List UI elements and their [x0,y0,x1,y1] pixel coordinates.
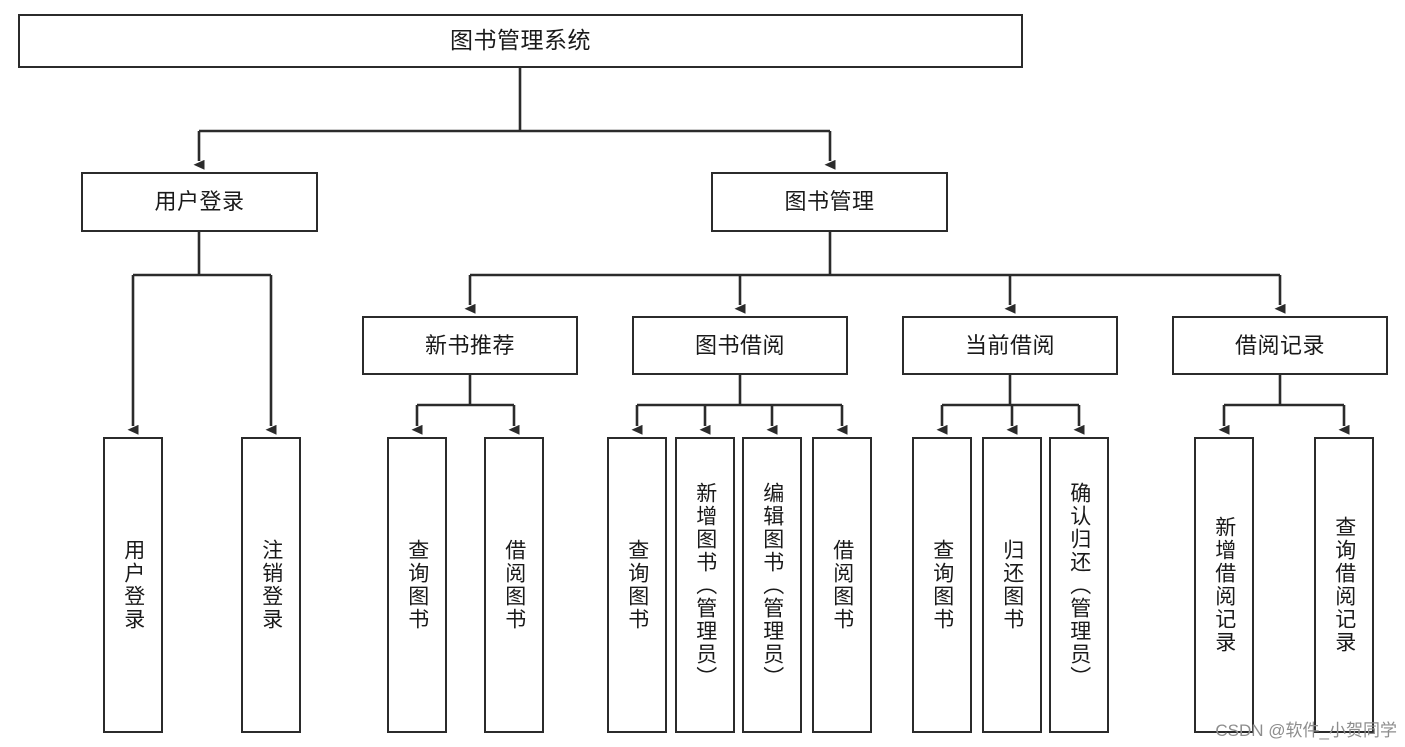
watermark: CSDN @软件_小贺同学 [1215,721,1397,740]
node-leaf-return-book-label: 归还图书 [1000,539,1024,631]
node-book-borrow[interactable]: 图书借阅 [632,316,848,375]
node-leaf-borrow-book-2[interactable]: 借阅图书 [812,437,872,733]
node-leaf-confirm-return-label: 确认归还（管理员） [1067,481,1091,689]
node-user-login[interactable]: 用户登录 [81,172,318,232]
node-leaf-query-book-1[interactable]: 查询图书 [387,437,447,733]
node-leaf-logout[interactable]: 注销登录 [241,437,301,733]
node-leaf-query-book-3[interactable]: 查询图书 [912,437,972,733]
node-leaf-add-book-label: 新增图书（管理员） [693,481,717,689]
node-root-label: 图书管理系统 [450,27,591,54]
node-leaf-user-login[interactable]: 用户登录 [103,437,163,733]
node-current-borrow[interactable]: 当前借阅 [902,316,1118,375]
node-borrow-record[interactable]: 借阅记录 [1172,316,1388,375]
node-leaf-logout-label: 注销登录 [259,539,283,631]
node-leaf-query-book-2[interactable]: 查询图书 [607,437,667,733]
node-leaf-query-book-1-label: 查询图书 [405,539,429,631]
node-leaf-add-book[interactable]: 新增图书（管理员） [675,437,735,733]
node-leaf-edit-book-label: 编辑图书（管理员） [760,481,784,689]
node-leaf-edit-book[interactable]: 编辑图书（管理员） [742,437,802,733]
node-book-manage[interactable]: 图书管理 [711,172,948,232]
node-leaf-confirm-return[interactable]: 确认归还（管理员） [1049,437,1109,733]
node-leaf-query-record-label: 查询借阅记录 [1332,516,1356,654]
node-leaf-query-book-2-label: 查询图书 [625,539,649,631]
node-leaf-user-login-label: 用户登录 [121,539,145,631]
node-new-book-rec-label: 新书推荐 [424,332,515,358]
node-current-borrow-label: 当前借阅 [964,332,1055,358]
node-leaf-query-book-3-label: 查询图书 [930,539,954,631]
node-book-borrow-label: 图书借阅 [694,332,785,358]
node-borrow-record-label: 借阅记录 [1234,332,1325,358]
node-leaf-add-record[interactable]: 新增借阅记录 [1194,437,1254,733]
node-new-book-rec[interactable]: 新书推荐 [362,316,578,375]
node-leaf-borrow-book-1-label: 借阅图书 [502,539,526,631]
node-leaf-borrow-book-2-label: 借阅图书 [830,539,854,631]
node-leaf-borrow-book-1[interactable]: 借阅图书 [484,437,544,733]
node-root[interactable]: 图书管理系统 [18,14,1023,68]
node-user-login-label: 用户登录 [154,189,245,215]
node-leaf-query-record[interactable]: 查询借阅记录 [1314,437,1374,733]
node-book-manage-label: 图书管理 [784,189,875,215]
node-leaf-add-record-label: 新增借阅记录 [1212,516,1236,654]
node-leaf-return-book[interactable]: 归还图书 [982,437,1042,733]
